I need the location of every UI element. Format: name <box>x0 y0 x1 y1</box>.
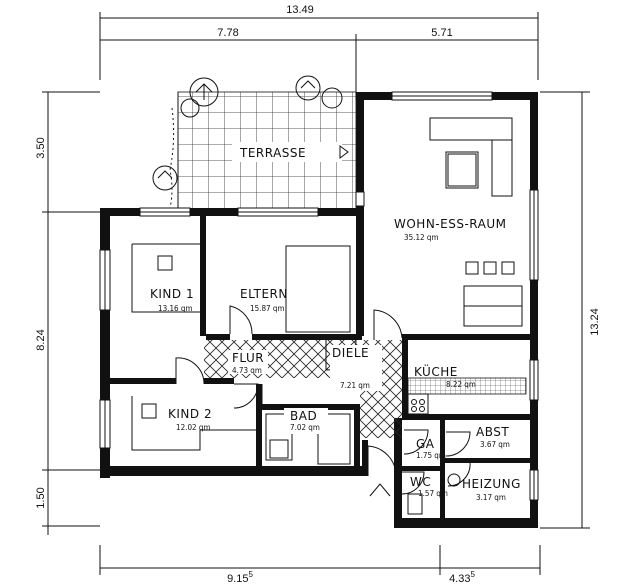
room-area-diele: 7.21 qm <box>340 381 370 390</box>
dim-right-height: 13.24 <box>589 308 601 336</box>
room-label-heizung: HEIZUNG <box>462 477 521 491</box>
room-area-flur: 4.73 qm <box>232 366 262 375</box>
room-label-kind2: KIND 2 <box>168 407 212 421</box>
dimension-lines <box>42 12 590 575</box>
dim-left-bottom: 1.50 <box>35 487 47 508</box>
room-area-wohn: 35.12 qm <box>404 233 438 242</box>
room-area-abst: 3.67 qm <box>480 440 510 449</box>
room-area-heizung: 3.17 qm <box>476 493 506 502</box>
tree-icon <box>189 77 219 107</box>
room-area-kind2: 12.02 qm <box>176 423 210 432</box>
dim-top-left: 7.78 <box>217 27 238 39</box>
terrasse: TERRASSE <box>152 75 357 211</box>
tree-icon <box>295 75 321 101</box>
room-area-kind1: 13.16 qm <box>158 304 192 313</box>
tree-icon <box>321 87 343 109</box>
room-area-bad: 7.02 qm <box>290 423 320 432</box>
dim-total-width: 13.49 <box>286 4 314 16</box>
room-label-kind1: KIND 1 <box>150 287 194 301</box>
room-area-ga: 1.75 qm <box>416 451 446 460</box>
dimension-labels: 13.49 7.78 5.71 3.50 8.24 1.50 13.24 9.1… <box>35 4 601 585</box>
room-label-kueche: KÜCHE <box>414 363 458 379</box>
dim-top-right: 5.71 <box>431 27 452 39</box>
room-area-wc: 1.57 qm <box>418 489 448 498</box>
dim-left-top: 3.50 <box>35 137 47 158</box>
dim-left-middle: 8.24 <box>35 329 47 350</box>
room-label-diele: DIELE <box>332 346 369 360</box>
dim-bottom-right: 4.335 <box>449 570 475 585</box>
tree-icon <box>152 165 178 191</box>
tree-icon <box>180 98 200 118</box>
room-label-ga: GA <box>416 437 435 451</box>
room-labels: WOHN-ESS-RAUM 35.12 qm ELTERN 15.87 qm K… <box>150 217 521 502</box>
furniture <box>131 117 527 515</box>
room-label-wohn: WOHN-ESS-RAUM <box>394 217 506 231</box>
room-label-bad: BAD <box>290 409 317 423</box>
room-area-eltern: 15.87 qm <box>250 304 284 313</box>
windows <box>99 91 539 501</box>
room-label-flur: FLUR <box>232 351 264 365</box>
room-label-terrasse: TERRASSE <box>239 146 306 160</box>
room-area-kueche: 8.22 qm <box>446 380 476 389</box>
room-label-abst: ABST <box>476 425 509 439</box>
dim-bottom-left: 9.155 <box>227 570 253 585</box>
room-label-wc: WC <box>410 475 431 489</box>
room-label-eltern: ELTERN <box>240 287 288 301</box>
